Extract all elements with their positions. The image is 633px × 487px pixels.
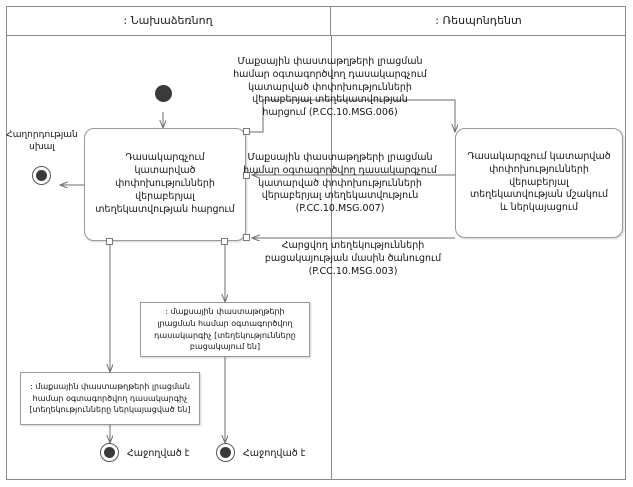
swimlane-title-initiator: : Նախաձեռնող — [123, 14, 213, 27]
label-success-left: Հաջողված է — [127, 448, 190, 459]
activity-process-label: Դասակարգչում կատարված փոփոխությունների վ… — [467, 150, 611, 214]
swimlane-header-respondent: : Ռեսպոնդենտ — [331, 6, 626, 36]
initial-node — [155, 85, 172, 102]
swimlane-divider — [331, 36, 332, 480]
activity-process-and-present[interactable]: Դասակարգչում կատարված փոփոխությունների վ… — [455, 128, 623, 238]
activity-request-label: Դասակարգչում կատարված փոփոխությունների վ… — [95, 152, 235, 215]
swimlane-title-respondent: : Ռեսպոնդենտ — [435, 14, 522, 27]
pin-request-in-msg007[interactable] — [243, 172, 250, 179]
object-absent-label: : մաքսային փաստաթղթերի լրացման համար օգտ… — [154, 307, 296, 352]
final-node-success-right — [216, 443, 235, 462]
activity-request-classifier-changes[interactable]: Դասակարգչում կատարված փոփոխությունների վ… — [84, 128, 246, 241]
label-success-right: Հաջողված է — [243, 448, 306, 459]
object-present-label: : մաքսային փաստաթղթերի լրացման համար օգտ… — [29, 382, 191, 415]
object-node-information-absent[interactable]: : մաքսային փաստաթղթերի լրացման համար օգտ… — [140, 302, 310, 357]
flow-label-msg006: Մաքսային փաստաթղթերի լրացման համար օգտագ… — [233, 56, 427, 119]
flow-label-msg007: Մաքսային փաստաթղթերի լրացման համար օգտագ… — [243, 152, 437, 215]
pin-request-out-absent[interactable] — [221, 238, 228, 245]
label-transmission-error: Հաղորդության սխալ — [6, 130, 78, 152]
final-node-transmission-error — [32, 166, 51, 185]
final-node-success-left — [100, 443, 119, 462]
object-node-information-presented[interactable]: : մաքսային փաստաթղթերի լրացման համար օգտ… — [20, 372, 200, 425]
pin-request-in-msg003[interactable] — [243, 234, 250, 241]
pin-request-out-present[interactable] — [106, 238, 113, 245]
swimlane-header-initiator: : Նախաձեռնող — [6, 6, 331, 36]
flow-label-msg003: Հարցվող տեղեկությունների բացակայության մ… — [264, 240, 442, 277]
pin-request-out-msg006[interactable] — [243, 128, 250, 135]
